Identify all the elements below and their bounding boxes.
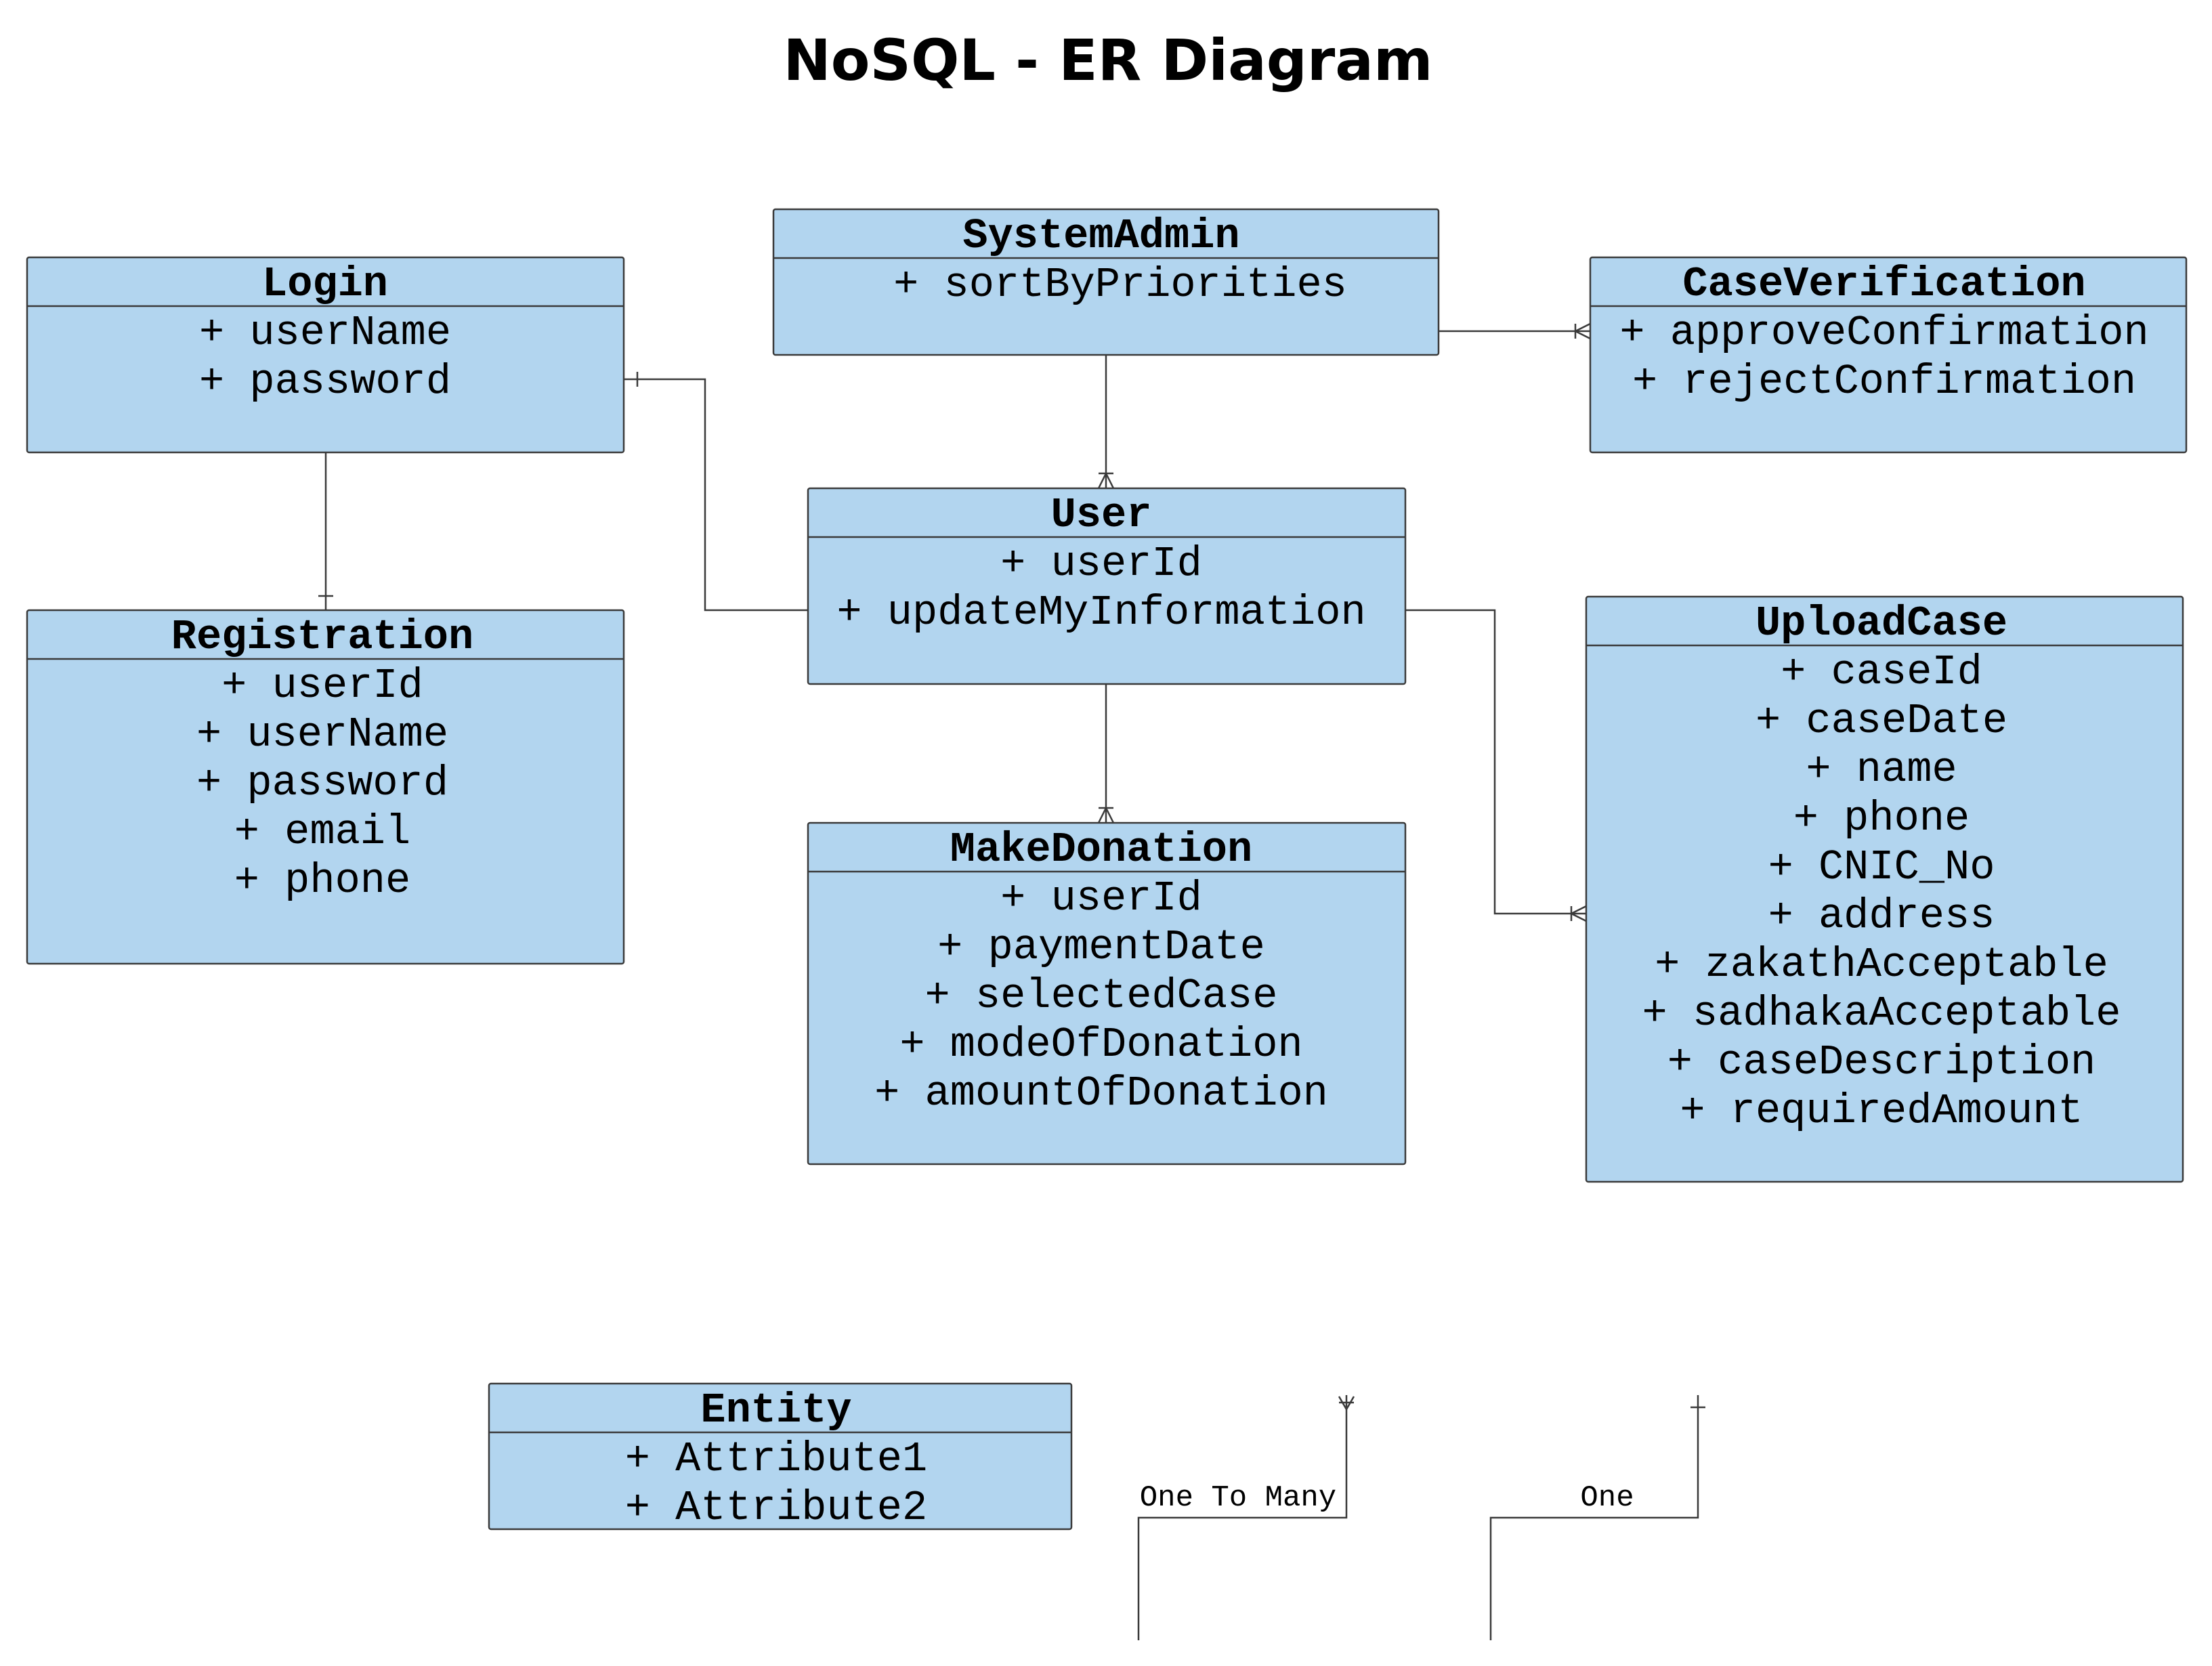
- entity-caseverification-attr: + approveConfirmation: [1619, 309, 2148, 357]
- entity-makedonation-attr: + amountOfDonation: [874, 1069, 1328, 1117]
- entity-makedonation-attr: + selectedCase: [925, 972, 1278, 1020]
- entity-login-name: Login: [262, 260, 388, 308]
- connector-user-makedonation: [1097, 684, 1115, 824]
- entity-uploadcase-attr: + caseDescription: [1667, 1038, 2096, 1086]
- entity-makedonation-attr: + paymentDate: [937, 923, 1265, 971]
- entity-caseverification-name: CaseVerification: [1682, 260, 2085, 308]
- entity-login[interactable]: Login + userName + password: [26, 256, 625, 454]
- entity-registration-attr: + password: [196, 759, 448, 807]
- legend-one-label: One: [1580, 1481, 1634, 1515]
- entity-login-attr: + userName: [199, 309, 451, 357]
- entity-systemadmin-name: SystemAdmin: [962, 212, 1239, 260]
- entity-caseverification[interactable]: CaseVerification + approveConfirmation +…: [1589, 256, 2188, 454]
- entity-uploadcase-attr: + CNIC_No: [1768, 843, 1995, 891]
- connector-user-uploadcase: [1405, 609, 1587, 922]
- diagram-title: NoSQL - ER Diagram: [783, 27, 1432, 93]
- entity-makedonation[interactable]: MakeDonation + userId + paymentDate + se…: [807, 821, 1407, 1166]
- entity-makedonation-attr: + modeOfDonation: [899, 1021, 1302, 1069]
- entity-makedonation-attr: + userId: [1000, 874, 1202, 922]
- connector-login-user: [624, 372, 808, 612]
- entity-makedonation-name: MakeDonation: [950, 826, 1252, 874]
- entity-uploadcase-attr: + name: [1806, 746, 1957, 794]
- entity-uploadcase-attr: + zakathAcceptable: [1655, 941, 2108, 989]
- entity-uploadcase-attr: + address: [1768, 892, 1995, 940]
- legend-one-to-many: One To Many: [1137, 1395, 1355, 1640]
- entity-uploadcase-attr: + caseId: [1781, 648, 1982, 696]
- entity-registration-name: Registration: [171, 613, 473, 661]
- connector-systemadmin-user: [1097, 355, 1115, 489]
- entity-login-attr: + password: [199, 358, 451, 406]
- entity-registration-attr: + userName: [196, 710, 448, 759]
- entity-user[interactable]: User + userId + updateMyInformation: [807, 487, 1407, 685]
- entity-uploadcase[interactable]: UploadCase + caseId + caseDate + name + …: [1585, 595, 2184, 1183]
- entity-registration-attr: + email: [234, 808, 410, 856]
- entity-registration-attr: + phone: [234, 857, 410, 905]
- entity-user-attr: + userId: [1000, 540, 1202, 588]
- legend-one-to-many-label: One To Many: [1140, 1481, 1336, 1515]
- entity-registration-attr: + userId: [221, 662, 423, 710]
- entity-uploadcase-attr: + requiredAmount: [1680, 1087, 2083, 1135]
- entity-caseverification-attr: + rejectConfirmation: [1632, 358, 2136, 406]
- legend-one: One: [1489, 1395, 1705, 1640]
- entity-user-attr: + updateMyInformation: [836, 589, 1365, 637]
- legend-entity-attr: + Attribute1: [625, 1435, 927, 1483]
- entity-registration[interactable]: Registration + userId + userName + passw…: [26, 609, 625, 965]
- entity-uploadcase-attr: + sadhakaAcceptable: [1642, 989, 2121, 1038]
- legend-entity-attr: + Attribute2: [625, 1484, 927, 1532]
- entity-systemadmin-attr: + sortByPriorities: [893, 261, 1347, 309]
- entity-user-name: User: [1051, 491, 1152, 539]
- legend-entity-name: Entity: [700, 1386, 851, 1434]
- entity-uploadcase-attr: + phone: [1793, 794, 1970, 842]
- entity-uploadcase-name: UploadCase: [1756, 599, 2007, 647]
- connector-login-registration: [318, 452, 333, 610]
- legend-entity: Entity + Attribute1 + Attribute2: [488, 1382, 1073, 1532]
- entity-systemadmin[interactable]: SystemAdmin + sortByPriorities: [772, 208, 1440, 356]
- connector-systemadmin-caseverification: [1439, 322, 1591, 340]
- entity-uploadcase-attr: + caseDate: [1756, 697, 2007, 745]
